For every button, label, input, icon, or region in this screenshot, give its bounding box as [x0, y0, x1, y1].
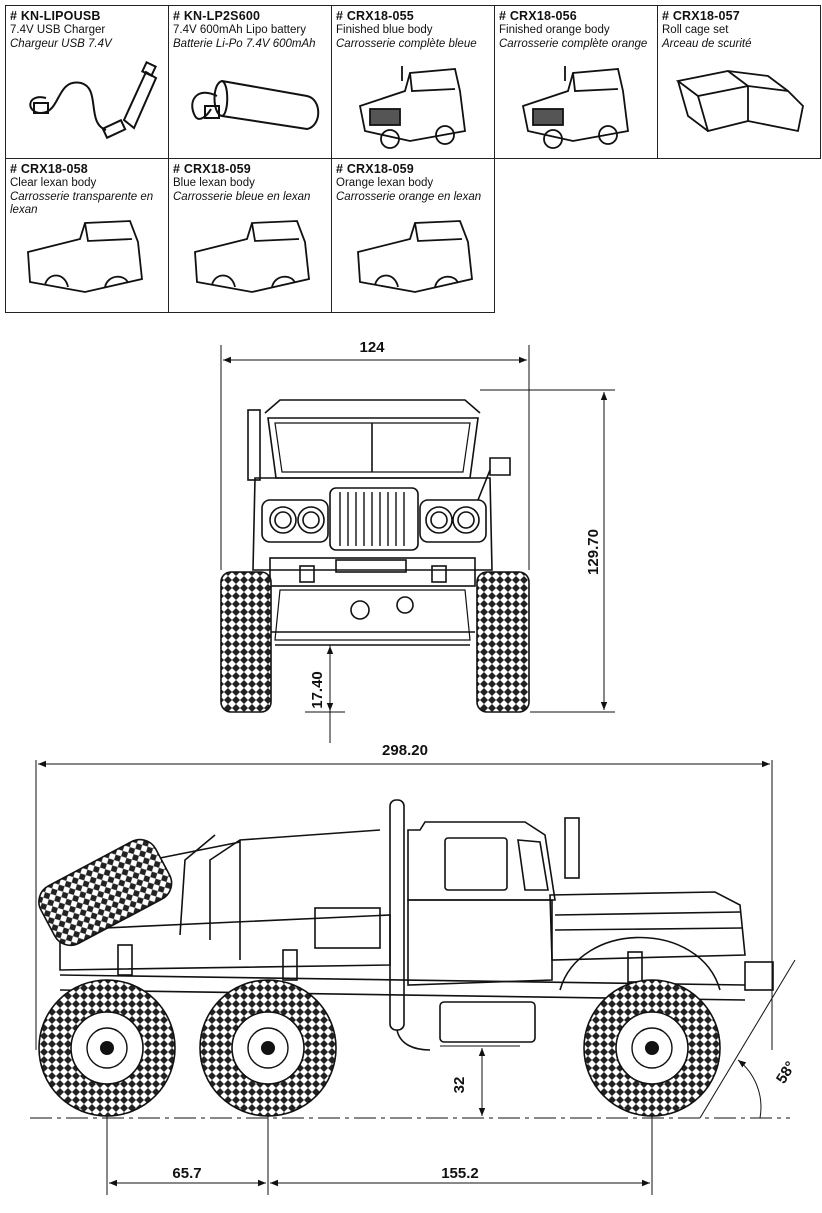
part-cell-crx18-055: # CRX18-055 Finished blue body Carrosser…: [331, 5, 495, 159]
side-view-truck: [59, 799, 774, 1051]
part-cell-crx18-058: # CRX18-058 Clear lexan body Carrosserie…: [5, 158, 169, 313]
part-cell-kn-lipousb: # KN-LIPOUSB 7.4V USB Charger Chargeur U…: [5, 5, 169, 159]
part-name-fr: Carrosserie bleue en lexan: [173, 191, 311, 203]
part-name-fr: Carrosserie complète orange: [499, 38, 648, 50]
part-code: # KN-LP2S600: [173, 9, 261, 23]
part-name-fr: Carrosserie orange en lexan: [336, 191, 482, 203]
part-code: # CRX18-055: [336, 9, 414, 23]
lexan-body-icon: [194, 220, 310, 293]
part-cell-crx18-059-blue: # CRX18-059 Blue lexan body Carrosserie …: [168, 158, 332, 313]
part-name-en: 7.4V 600mAh Lipo battery: [173, 24, 306, 36]
part-code: # CRX18-058: [10, 162, 88, 176]
side-dimension-lines: [30, 760, 796, 1195]
part-code: # CRX18-059: [173, 162, 251, 176]
part-name-fr: Arceau de scurité: [662, 38, 752, 50]
front-height-label: 129.70: [585, 529, 602, 575]
part-name-fr: Carrosserie transparente en lexan: [10, 191, 154, 216]
lexan-body-icon: [27, 220, 143, 293]
battery-icon: [191, 79, 320, 131]
front-left-wheel: [220, 571, 272, 713]
front-width-label: 124: [359, 339, 385, 356]
front-right-wheel: [476, 571, 530, 713]
part-name-en: Finished blue body: [336, 24, 433, 36]
part-code: # CRX18-059: [336, 162, 414, 176]
finished-body-icon: [358, 66, 466, 149]
part-name-en: 7.4V USB Charger: [10, 24, 106, 36]
part-code: # CRX18-057: [662, 9, 740, 23]
part-name-en: Blue lexan body: [173, 177, 255, 189]
part-name-en: Clear lexan body: [10, 177, 97, 189]
part-name-en: Orange lexan body: [336, 177, 434, 189]
side-wheel-rear-2: [199, 979, 337, 1117]
part-cell-kn-lp2s600: # KN-LP2S600 7.4V 600mAh Lipo battery Ba…: [168, 5, 332, 159]
side-clearance-label: 32: [451, 1077, 468, 1094]
approach-angle-label: 58°: [773, 1058, 799, 1086]
part-name-fr: Chargeur USB 7.4V: [10, 38, 112, 50]
part-name-fr: Batterie Li-Po 7.4V 600mAh: [173, 38, 316, 50]
side-wheel-front: [583, 979, 721, 1117]
side-wheel-rear-1: [38, 979, 176, 1117]
front-view-truck: [247, 399, 511, 646]
part-cell-crx18-057: # CRX18-057 Roll cage set Arceau de scur…: [657, 5, 821, 159]
part-name-en: Finished orange body: [499, 24, 610, 36]
part-name-en: Roll cage set: [662, 24, 729, 36]
roll-cage-icon: [675, 70, 804, 133]
spare-tire: [38, 838, 173, 947]
part-cell-crx18-059-orange: # CRX18-059 Orange lexan body Carrosseri…: [331, 158, 495, 313]
part-code: # KN-LIPOUSB: [10, 9, 101, 23]
side-length-label: 298.20: [382, 742, 428, 759]
front-clearance-label: 17.40: [309, 671, 326, 709]
wheelbase-label: 155.2: [441, 1165, 479, 1182]
lexan-body-icon: [357, 220, 473, 293]
finished-body-icon: [521, 66, 629, 149]
part-name-fr: Carrosserie complète bleue: [336, 38, 477, 50]
usb-charger-icon: [29, 61, 158, 140]
rear-axle-spacing-label: 65.7: [172, 1165, 201, 1182]
part-code: # CRX18-056: [499, 9, 577, 23]
front-dimension-lines: [220, 345, 615, 743]
